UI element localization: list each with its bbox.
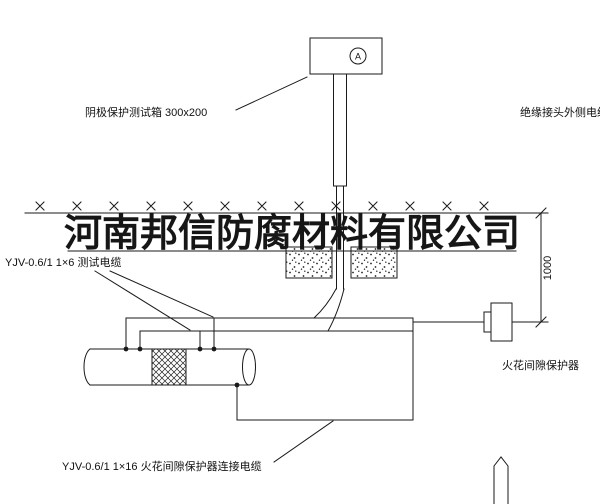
concrete-block-right: [350, 246, 398, 279]
pipe-break-symbol: [493, 456, 509, 504]
test-box-label: 阴极保护测试箱 300x200: [85, 105, 207, 119]
protector-cable-label: YJV-0.6/1 1×16 火花间隙保护器连接电缆: [62, 459, 262, 473]
ammeter-label: A: [355, 52, 361, 62]
test-cable-leader-upper: [109, 270, 214, 318]
test-box: A: [309, 37, 383, 75]
test-cable-curve-left: [313, 288, 337, 319]
test-cable-label: YJV-0.6/1 1×6 测试电缆: [5, 256, 121, 269]
protector-label: 火花间隙保护器: [502, 358, 579, 372]
test-cable-leader-lower: [94, 270, 191, 331]
dimension-1000: 1000: [510, 207, 554, 328]
protector-cable-leader: [273, 420, 334, 463]
dimension-text: 1000: [542, 256, 554, 280]
pipe-end-ellipse: [242, 348, 256, 386]
cable-terminal: [197, 346, 203, 352]
cable-run-upper: [125, 317, 414, 350]
test-box-outline: [309, 37, 383, 75]
test-post: [333, 73, 347, 290]
protector-cable-loop: [236, 317, 414, 421]
cables: [125, 288, 485, 421]
test-cable-curve-right: [327, 288, 345, 332]
concrete-block-left: [285, 246, 333, 279]
insulating-joint-band: [151, 348, 187, 386]
watermark: 河南邦信防腐材料有限公司: [64, 213, 520, 255]
ground-hatch: [35, 201, 489, 211]
joint-outer-cable-label: 绝缘接头外侧电缆: [520, 105, 600, 119]
spark-gap-protector: [483, 302, 513, 342]
protector-terminal: [483, 311, 492, 333]
dimension-tick-top: [535, 207, 547, 219]
cable-terminal: [123, 346, 129, 352]
pipeline: [83, 346, 256, 388]
ammeter-circle: [349, 47, 367, 65]
post-upper: [333, 73, 347, 187]
pipe-left-cap: [83, 348, 91, 386]
protector-body: [490, 302, 513, 342]
dimension-tick-bottom: [535, 316, 547, 328]
cable-terminal: [211, 346, 217, 352]
test-box-leader: [235, 76, 308, 111]
cable-terminal: [234, 382, 240, 388]
cable-run-lower: [139, 330, 414, 350]
cable-terminal: [137, 346, 143, 352]
